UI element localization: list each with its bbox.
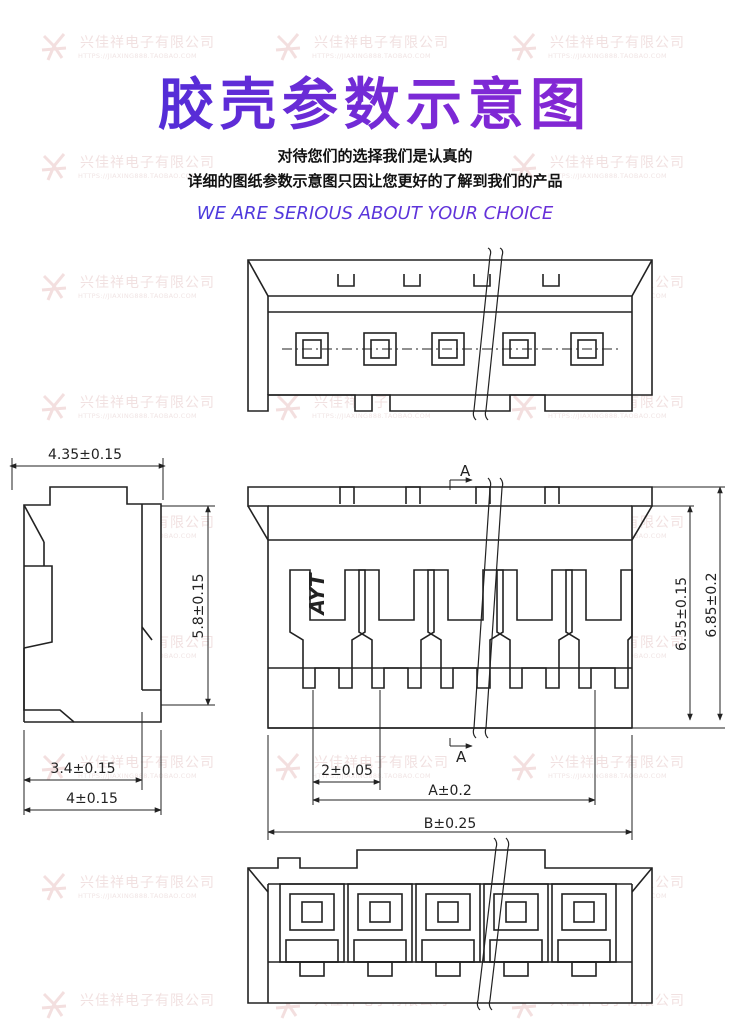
section-label-top: A: [460, 462, 471, 480]
brand-mark: AYT: [305, 572, 329, 617]
subtitle-line-1: 对待您们的选择我们是认真的: [277, 147, 473, 165]
section-marker: [449, 477, 473, 749]
top-view: [247, 247, 653, 421]
dim-bottom-inner: 3.4±0.15: [50, 761, 115, 777]
side-view: [23, 486, 162, 723]
dim-height-side: 5.8±0.15: [191, 573, 207, 638]
dim-a: A±0.2: [428, 783, 472, 799]
subtitle-line-2: 详细的图纸参数示意图只因让您更好的了解到我们的产品: [187, 172, 563, 190]
dim-width-top: 4.35±0.15: [48, 447, 122, 463]
dim-b: B±0.25: [424, 816, 477, 832]
front-view: [247, 477, 653, 739]
dim-bottom-outer: 4±0.15: [66, 791, 118, 807]
bottom-view: [247, 837, 653, 1011]
dim-pitch: 2±0.05: [321, 763, 373, 779]
front-view-dimensions: [267, 486, 725, 840]
page-title: 胶壳参数示意图: [0, 60, 750, 141]
dim-height-outer: 6.85±0.2: [704, 572, 720, 637]
section-label-bottom: A: [456, 748, 467, 766]
side-view-dimensions: [9, 458, 215, 815]
dim-height-inner: 6.35±0.15: [674, 577, 690, 651]
slogan: WE ARE SERIOUS ABOUT YOUR CHOICE: [0, 203, 750, 224]
